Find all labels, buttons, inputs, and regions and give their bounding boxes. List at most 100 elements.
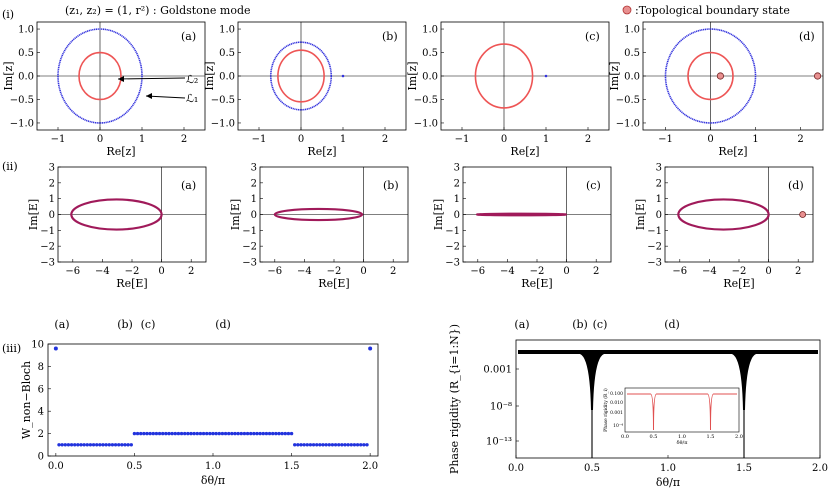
x-tick-label: 0 [360,266,366,277]
data-point [113,443,118,447]
y-tick-label: −2 [647,242,662,253]
data-point [315,443,319,447]
y-tick-label: −3 [242,258,257,269]
curve-L1-point [544,74,548,78]
y-tick-label: 2 [656,178,662,189]
curve-L2 [687,51,734,101]
x-tick-label: 2 [585,134,591,145]
y-tick-label: 1.0 [18,25,34,36]
y-tick-label: 1 [656,194,662,205]
inset-y-tick-label: 0.100 [610,391,623,397]
data-point [57,443,61,447]
data-point [308,443,313,447]
x-tick-label: 1.0 [660,463,676,474]
data-point [148,431,152,436]
annotation-arrow-L1 [145,95,186,99]
spectrum-curve [273,207,364,222]
x-tick-label: −6 [65,266,80,277]
inset-x-tick-label: 0.5 [650,434,658,440]
y-tick-label: −1.0 [211,118,235,129]
x-tick-label: −4 [95,266,110,277]
state-marker-label: (d) [215,318,231,331]
y-tick-label: 0.0 [18,72,34,83]
data-point [217,431,221,436]
x-tick-label: −2 [125,266,140,277]
data-point [283,431,287,436]
data-point [117,443,121,447]
data-point [85,443,89,447]
data-point [233,431,237,436]
data-point [104,443,108,447]
x-tick-label: 0 [707,134,713,145]
x-tick-label: −6 [672,266,687,277]
x-tick-label: 2 [188,266,194,277]
y-tick-label: 0.5 [18,48,34,59]
data-point [239,431,243,436]
data-point [267,431,272,436]
row-iii-label: (iii) [2,342,21,355]
data-point [252,431,256,436]
data-point [195,431,199,436]
y-tick-label: −2 [40,242,55,253]
data-point [110,443,115,447]
y-tick-label: −1.0 [10,118,34,129]
y-tick-label: 10⁻⁸ [490,402,512,413]
x-tick-label: 0.5 [584,463,600,474]
data-point [302,443,306,447]
y-tick-label: −0.5 [616,95,640,106]
rigidity-band [518,350,818,354]
y-tick-label: −2 [242,242,257,253]
y-tick-label: 10⁻¹³ [486,437,512,448]
state-marker-label: (b) [117,318,133,331]
inset-x-axis-label: δθ/π [677,440,689,446]
data-point [173,431,177,436]
data-point [349,443,353,447]
data-point [296,443,300,447]
data-point [261,431,265,436]
data-point [264,431,269,436]
data-point [355,443,360,447]
data-point [126,443,130,447]
data-point [227,431,231,436]
y-tick-label: 1.0 [624,25,640,36]
data-point [161,431,165,436]
data-point [179,431,184,436]
y-tick-label: 2 [251,178,257,189]
data-point [76,443,80,447]
y-tick-label: 0.5 [219,48,235,59]
data-point [154,431,159,436]
data-point [139,431,143,436]
data-point [53,346,58,351]
data-point [129,443,133,447]
y-tick-label: 2 [49,178,55,189]
x-tick-label: −6 [470,266,485,277]
x-tick-label: 2 [795,266,801,277]
x-axis-label: δθ/π [656,476,680,489]
state-marker-label: (d) [664,318,680,331]
data-point [220,431,225,436]
x-tick-label: 1 [752,134,758,145]
x-tick-label: 1.5 [284,461,300,472]
y-tick-label: 1 [251,194,257,205]
x-tick-label: 2.0 [362,461,378,472]
curve-L1 [269,41,333,111]
data-point [236,431,240,436]
y-tick-label: 8 [38,362,44,373]
data-point [337,443,341,447]
spectrum-curve [70,198,163,231]
data-point [245,431,250,436]
x-axis-label: δθ/π [201,474,225,487]
y-tick-label: 0.5 [624,48,640,59]
y-tick-label: 0.0 [422,72,438,83]
y-tick-label: −1 [40,226,55,237]
data-point [333,443,338,447]
y-axis-label: Im[z] [203,61,216,90]
x-tick-label: 2 [181,134,187,145]
boundary-state-marker [813,72,822,80]
x-tick-label: 0.0 [48,461,64,472]
